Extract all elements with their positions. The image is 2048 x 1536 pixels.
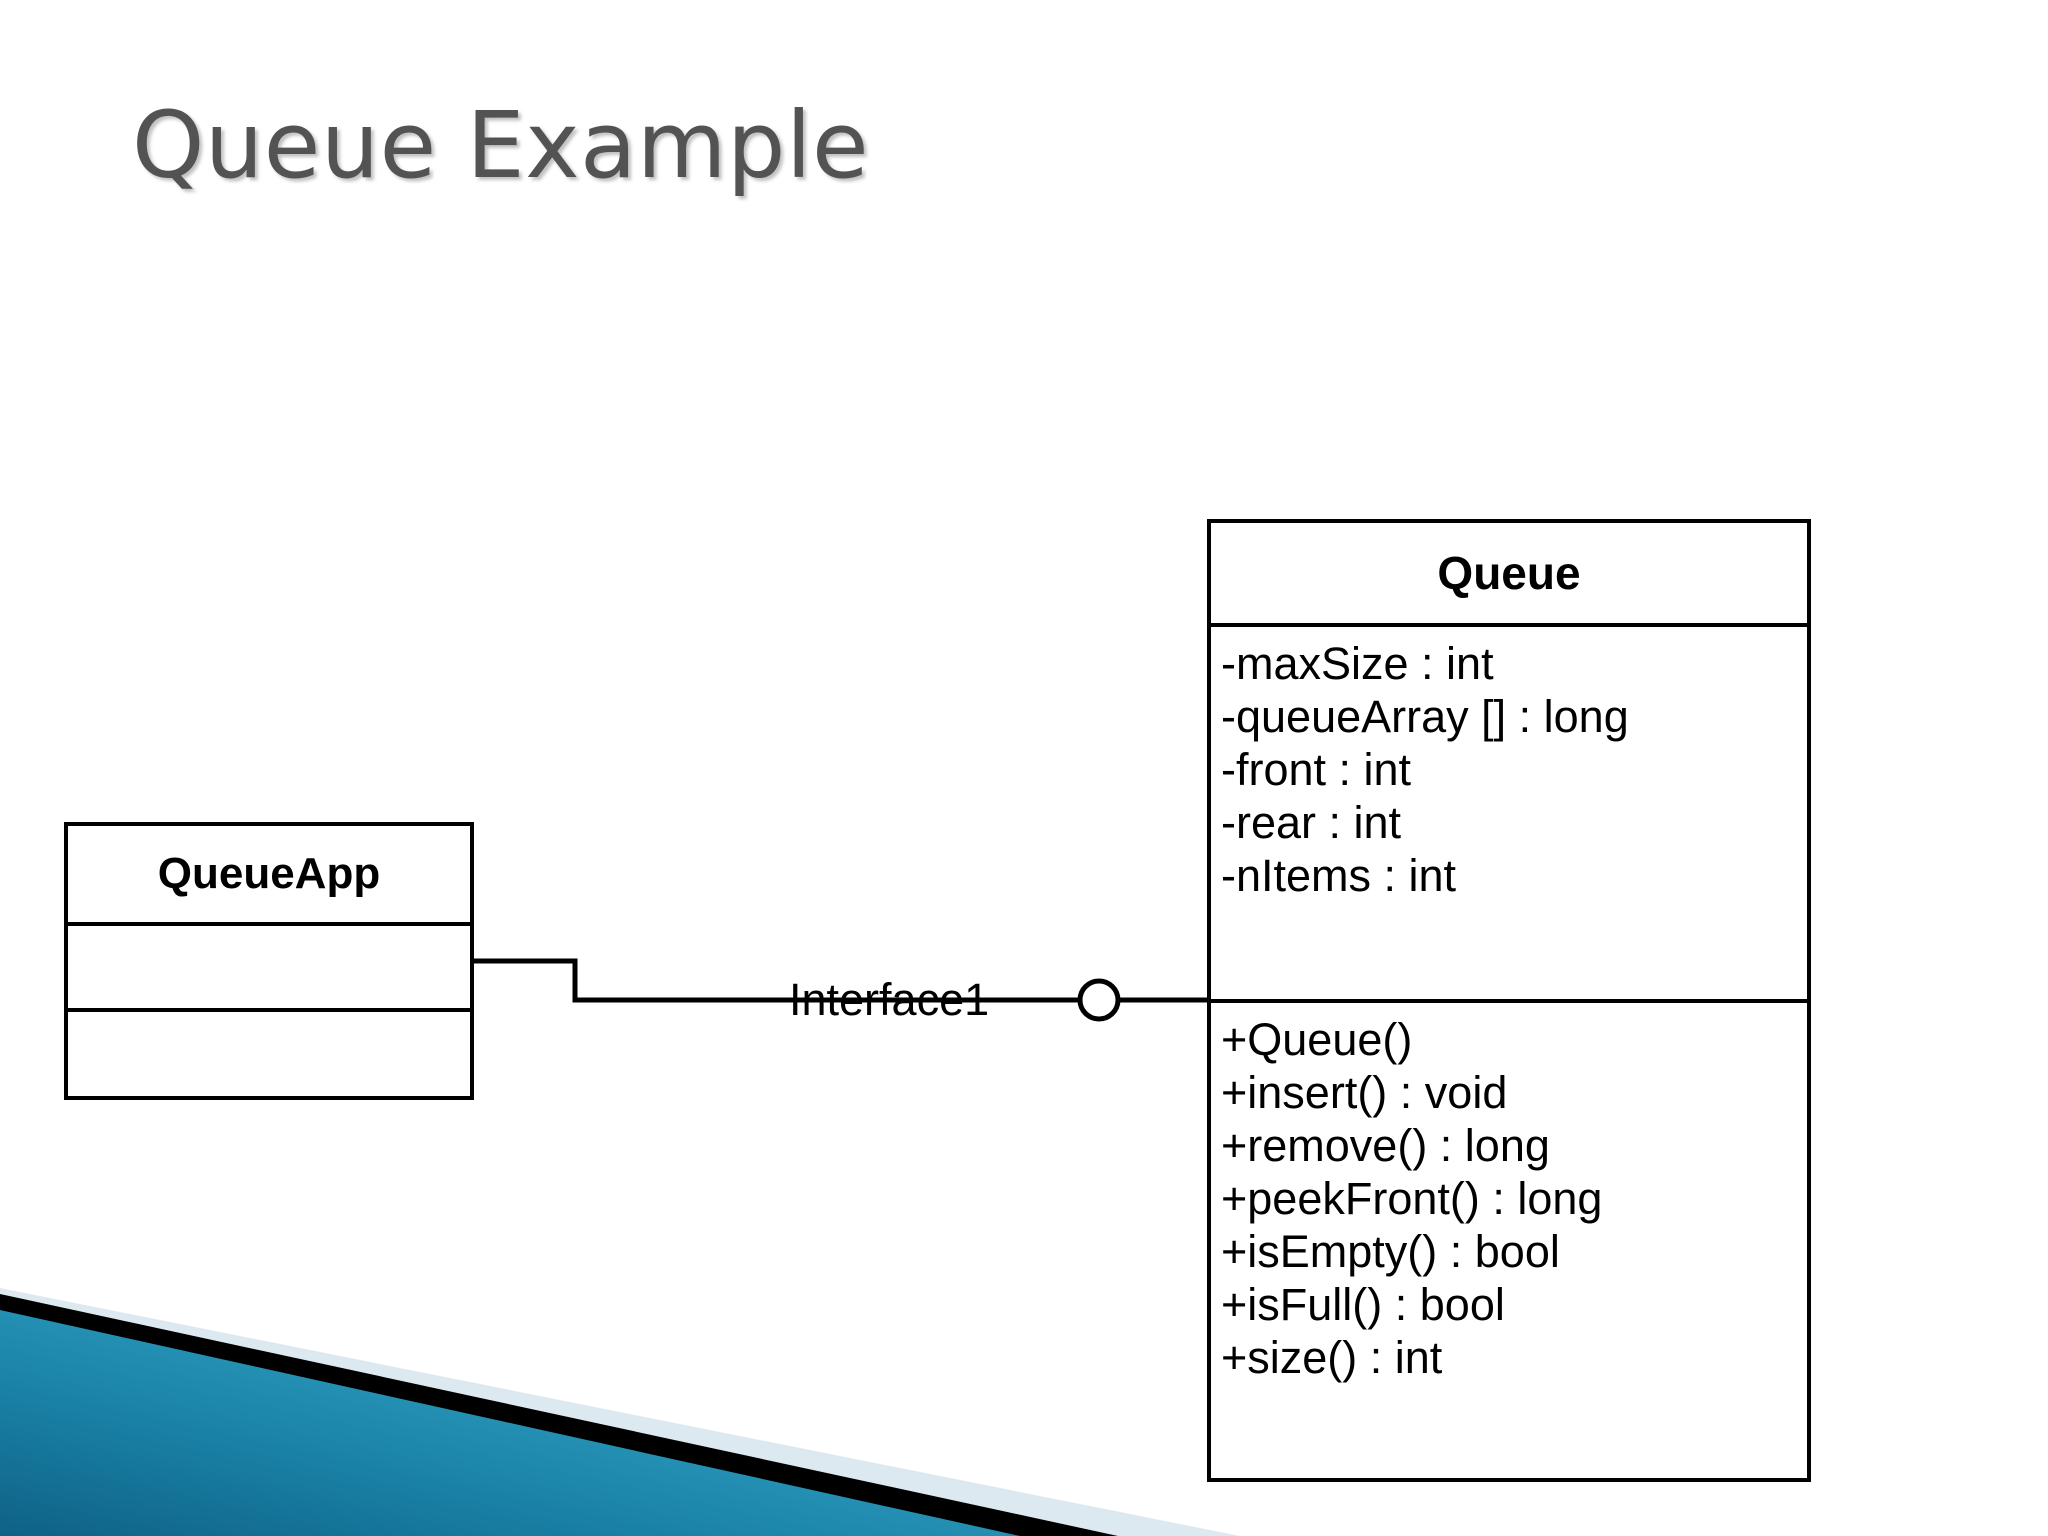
page-title: Queue Example — [132, 92, 870, 199]
uml-class-queueapp[interactable]: QueueApp — [64, 822, 474, 1100]
uml-attribute: -maxSize : int — [1221, 638, 1494, 689]
interface-label: Interface1 — [789, 974, 990, 1025]
deco-pale-stripe — [0, 1288, 1240, 1536]
provided-interface-ball-icon — [1077, 978, 1121, 1022]
uml-attribute: -nItems : int — [1221, 850, 1457, 901]
uml-operations-compartment: +Queue() +insert() : void +remove() : lo… — [1211, 999, 1807, 1384]
uml-attributes-compartment — [68, 922, 470, 1008]
uml-operation: +remove() : long — [1221, 1120, 1550, 1171]
uml-class-name-compartment: QueueApp — [68, 826, 470, 922]
uml-attribute: -queueArray [] : long — [1221, 691, 1629, 742]
uml-operation: +isFull() : bool — [1221, 1279, 1505, 1330]
uml-attribute: -front : int — [1221, 744, 1412, 795]
uml-class-name-queue: Queue — [1437, 547, 1581, 599]
uml-attributes-compartment: -maxSize : int -queueArray [] : long -fr… — [1211, 623, 1807, 999]
uml-attribute: -rear : int — [1221, 797, 1402, 848]
deco-black-stripe — [0, 1294, 1118, 1536]
uml-class-queue[interactable]: Queue -maxSize : int -queueArray [] : lo… — [1207, 519, 1811, 1482]
theme-corner-decoration — [0, 1288, 1240, 1536]
uml-operations-compartment — [68, 1008, 470, 1092]
deco-teal-triangle — [0, 1310, 1020, 1536]
uml-operation: +insert() : void — [1221, 1067, 1508, 1118]
uml-operation: +isEmpty() : bool — [1221, 1226, 1560, 1277]
uml-class-name-compartment: Queue — [1211, 523, 1807, 623]
uml-operation: +size() : int — [1221, 1332, 1443, 1383]
uml-class-name-queueapp: QueueApp — [157, 849, 381, 898]
uml-operation: +Queue() — [1221, 1014, 1413, 1065]
uml-operation: +peekFront() : long — [1221, 1173, 1603, 1224]
